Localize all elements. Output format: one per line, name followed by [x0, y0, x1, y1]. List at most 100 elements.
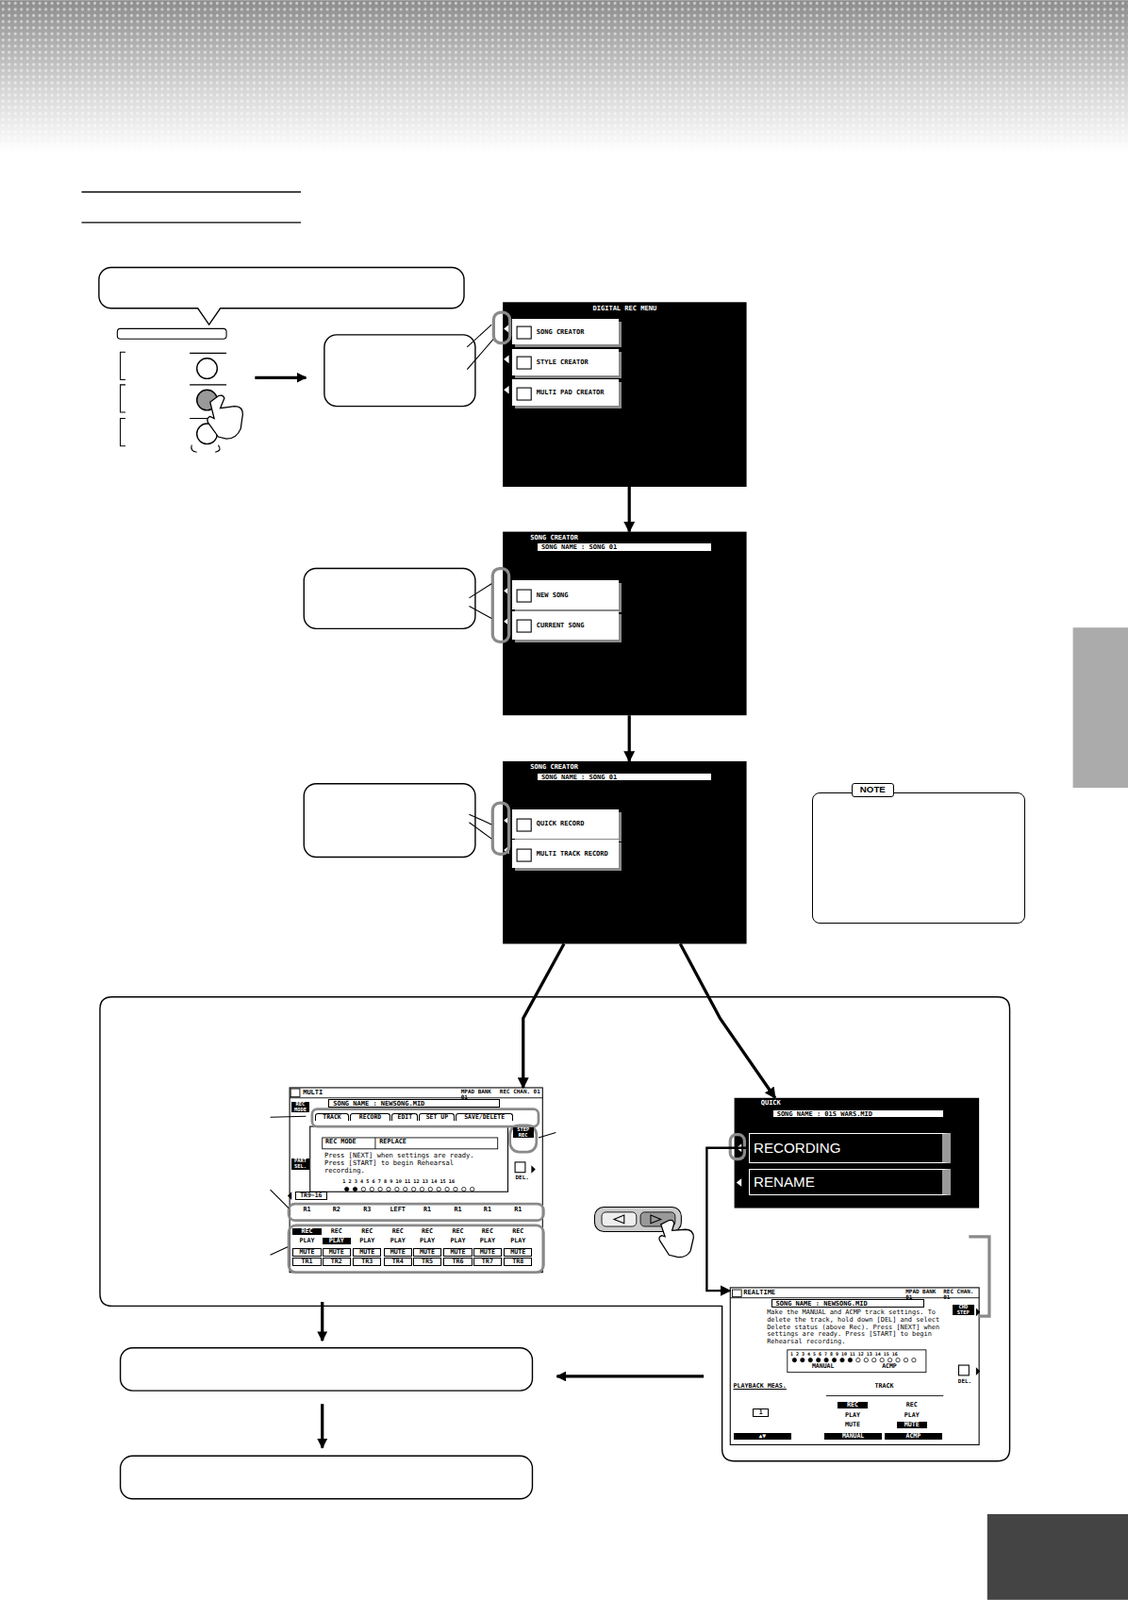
display-screen: SONG CREATORSONG NAME : SONG 01QUICK REC… [502, 761, 747, 945]
node-text: Make the MANUAL and ACMP track settings.… [766, 1309, 948, 1345]
screen-label: PLAY [503, 1237, 532, 1245]
node-text: NOTE [851, 782, 895, 797]
icon-frame [516, 356, 531, 369]
decoration [613, 1214, 625, 1224]
screen-label: DEL. [954, 1377, 976, 1384]
decoration [734, 1097, 980, 1209]
screen-label: PLAY [413, 1237, 442, 1245]
decoration [659, 1219, 694, 1257]
decoration [863, 1358, 868, 1362]
icon-frame [516, 619, 531, 632]
screen-label: ACMP [884, 1432, 944, 1440]
decoration [369, 1186, 374, 1191]
screen-label: TR5 [413, 1257, 442, 1266]
decoration [462, 1186, 466, 1191]
decoration [510, 1125, 537, 1152]
screen-label: TR7 [473, 1257, 502, 1266]
screen-label: REC [837, 1401, 868, 1409]
node-text: MULTI [302, 1088, 354, 1096]
flow-arrow [706, 1147, 748, 1291]
decoration [601, 1211, 637, 1227]
decoration [466, 324, 494, 370]
node-text: SONG NAME : SONG 01 [537, 773, 712, 781]
decoration [840, 1358, 845, 1362]
menu-item: QUICK RECORD [512, 809, 620, 839]
decoration [453, 1186, 458, 1191]
screen-label: PLAY [473, 1237, 502, 1245]
decoration [403, 1186, 408, 1191]
node-text: QUICK [761, 1098, 823, 1107]
screen-label: PLAY [837, 1411, 868, 1419]
decoration [324, 334, 476, 407]
screen-label: REC [473, 1227, 502, 1235]
decoration [99, 996, 1011, 1461]
node-text: CURRENT SONG [536, 621, 619, 630]
decoration [976, 1366, 980, 1376]
screen-label: PLAY [352, 1237, 382, 1245]
screen-label: ACMP [868, 1362, 910, 1370]
menu-icon [515, 355, 532, 370]
decoration [872, 1358, 877, 1362]
screen-label: ▲▼ [733, 1432, 793, 1440]
decoration [816, 1358, 821, 1362]
screen-label: TR8 [503, 1257, 532, 1266]
node-text: DIGITAL REC MENU [502, 304, 747, 313]
screen-label: SAVE/DELETE [455, 1112, 514, 1121]
menu-item: CURRENT SONG [512, 611, 620, 640]
screen-label: DEL. [512, 1174, 533, 1180]
display-screen: DIGITAL REC MENU SONG CREATOR STYLE CREATO… [502, 301, 747, 487]
node-text: MULTI TRACK RECORD [536, 849, 619, 858]
decoration [312, 1109, 539, 1127]
decoration [0, 0, 1128, 153]
display-screen: REALTIMESONG NAME : NEWSONG.MIDMake the … [729, 1287, 979, 1445]
decoration [207, 395, 243, 439]
node-text: Press [NEXT] when settings are ready. Pr… [324, 1151, 497, 1175]
menu-icon [515, 325, 532, 340]
screen-label: MUTE [383, 1247, 413, 1257]
display-screen: SONG CREATORSONG NAME : SONG 01NEW SONGC… [502, 530, 747, 715]
decoration [445, 1186, 449, 1191]
screen-label: STEP REC [513, 1127, 534, 1138]
decoration [288, 1225, 544, 1273]
decoration [792, 1358, 797, 1362]
screen-label: REC [413, 1227, 442, 1235]
decoration [958, 1364, 969, 1376]
decoration [502, 531, 747, 716]
screen-label: MUTE [473, 1247, 502, 1257]
screen-label: RECORD [349, 1112, 391, 1121]
screen-label: MUTE [352, 1247, 382, 1257]
decoration [191, 445, 220, 453]
menu-icon [515, 817, 532, 832]
screen-label: PLAY [322, 1237, 351, 1245]
screen-label: REC [896, 1401, 928, 1409]
screen-label: R2 [321, 1206, 352, 1213]
decoration [514, 1161, 526, 1173]
decoration [470, 1186, 475, 1191]
decoration [378, 1186, 382, 1191]
screen-label: PLAYBACK MEAS. [733, 1382, 810, 1390]
node-text: STYLE CREATOR [536, 358, 619, 366]
screen-label: TR1 [292, 1257, 321, 1266]
flow-arrow [523, 943, 564, 1087]
screen-label: TR4 [383, 1257, 413, 1266]
menu-icon [515, 847, 532, 863]
screen-label: REC CHAN. 01 [499, 1088, 541, 1095]
screen-label: SET UP [418, 1112, 455, 1121]
node-text: SONG NAME : NEWSONG.MID [328, 1098, 500, 1109]
decoration [436, 1186, 441, 1191]
decoration [879, 1358, 884, 1362]
menu-icon [515, 386, 532, 401]
decoration [556, 1374, 704, 1377]
screen-label: REC [292, 1227, 321, 1235]
node-text: SONG CREATOR [536, 328, 619, 336]
decoration [198, 307, 221, 324]
decoration [290, 1088, 300, 1097]
screen-label: REC [352, 1227, 382, 1235]
screen-label: TRACK [862, 1382, 908, 1390]
decoration [419, 1186, 424, 1191]
decoration [824, 1358, 829, 1362]
decoration [374, 1137, 376, 1149]
decoration [492, 802, 509, 854]
screen-label: TR2 [322, 1257, 351, 1266]
decoration [503, 355, 509, 365]
